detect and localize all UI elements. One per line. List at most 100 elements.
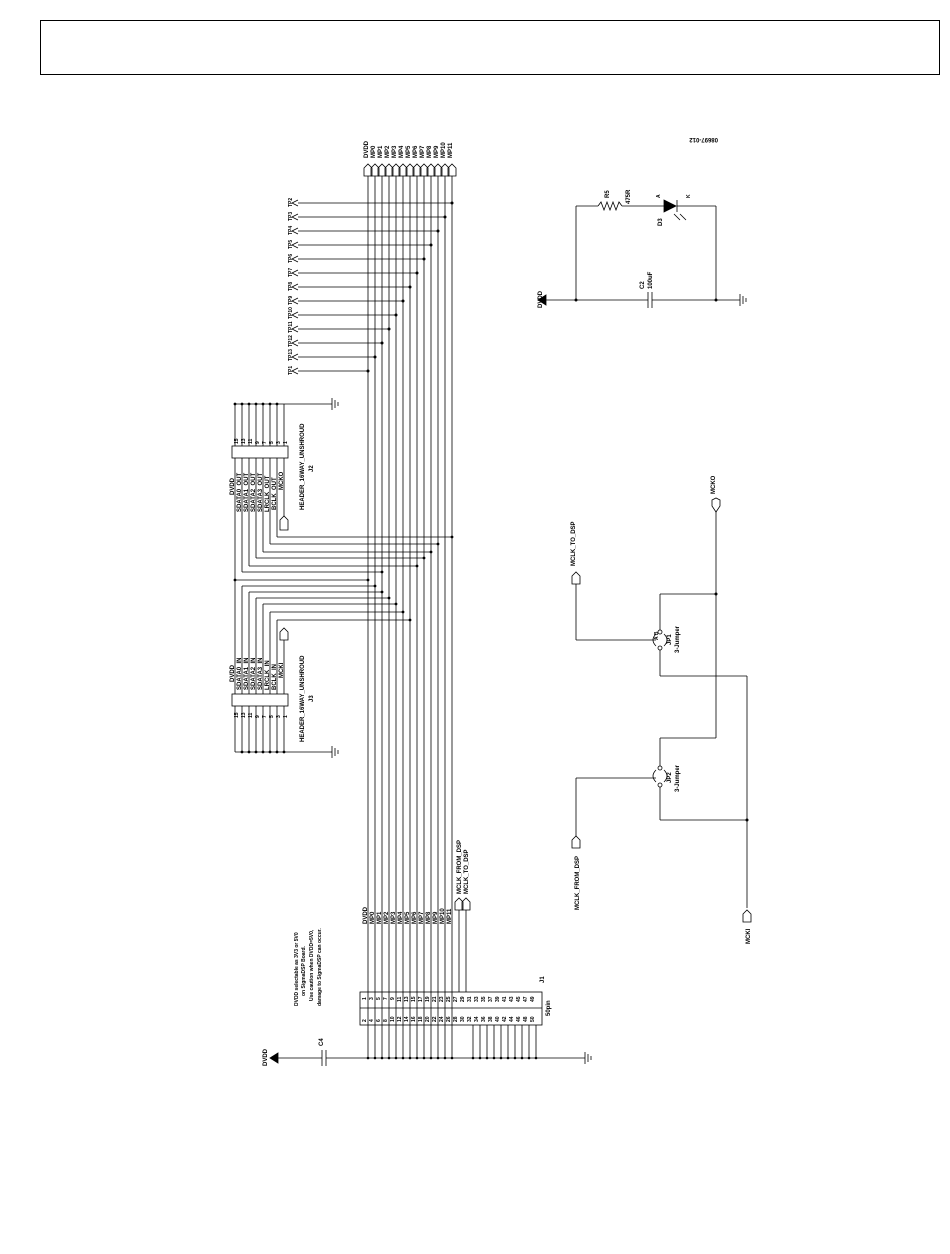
j1-pin: 11 (397, 996, 403, 1002)
j1-signal: MP7 (419, 911, 425, 924)
j1-pin: 24 (439, 1016, 445, 1022)
mp-bus-label: MP0 (371, 145, 377, 158)
j3-signal: SDATA1_IN (244, 658, 250, 690)
port-mclk-to-dsp: MCLK_TO_DSP (571, 521, 577, 566)
tp-label: TP1 (288, 366, 294, 375)
j1-pin: 45 (516, 996, 522, 1002)
j3-signal: DVDD (230, 664, 236, 682)
j1-ground-dots (366, 1056, 538, 1060)
j1-pin: 3 (369, 997, 375, 1000)
j3-pin: 5 (269, 715, 275, 718)
j3-pin: 1 (283, 715, 289, 718)
j1-signal: MP1 (377, 911, 383, 924)
j1-pin: 36 (481, 1016, 487, 1022)
tp-label: TP2 (288, 198, 294, 207)
j1-signal: DVDD (363, 906, 369, 924)
j1-signal: MP4 (398, 911, 404, 924)
j3-title: HEADER_16WAY_UNSHROUD (300, 655, 306, 742)
port-mcko: MCKO (711, 475, 717, 494)
port-mcki: MCKI (746, 928, 752, 944)
j1-dsp-label: MCLK_FROM_DSP (457, 840, 463, 894)
note-line: damage to SigmaDSP can occur. (317, 928, 323, 1006)
j3-signal: LRCLK_IN (265, 660, 271, 690)
j1-signal: MP5 (405, 911, 411, 924)
j1-pin: 34 (474, 1016, 480, 1022)
j2-signal: SDATA0_OUT (237, 473, 243, 512)
j1-pin: 19 (425, 996, 431, 1002)
j1-pin: 25 (446, 996, 452, 1002)
j3-header (231, 580, 410, 758)
jp1-ref: JP1 (667, 634, 673, 645)
mp-bus-label: DVDD (364, 140, 370, 158)
j1-pin: 28 (453, 1016, 459, 1022)
mp-bus-label: MP3 (392, 145, 398, 158)
j1-pin: 47 (523, 996, 529, 1002)
ground-upper (235, 398, 339, 410)
mp-bus-label: MP9 (434, 145, 440, 158)
j1-pin: 6 (376, 1019, 382, 1022)
tp-label: TP13 (288, 349, 294, 361)
j3-labels: 15 13 11 9 7 5 3 1 DVDD SDATA0_IN SDATA1… (230, 655, 315, 742)
j1-signal: MP8 (426, 911, 432, 924)
tp-label: TP9 (288, 296, 294, 305)
j1-pin: 5 (376, 997, 382, 1000)
j1-pin: 4 (369, 1019, 375, 1022)
r5-ref: R5 (605, 190, 611, 198)
j1-pin: 35 (481, 996, 487, 1002)
j2-pin: 5 (269, 441, 275, 444)
j2-ref: J2 (309, 465, 315, 472)
j1-pin: 32 (467, 1016, 473, 1022)
note-line: Use caution when DVDD=5V0, (309, 929, 315, 1001)
j2-pin-dots (233, 402, 454, 582)
j1-pin: 44 (509, 1016, 515, 1022)
tp-label: TP5 (288, 240, 294, 249)
jp2-ref: JP2 (667, 772, 673, 783)
j1-pin: 41 (502, 996, 508, 1002)
tp-labels: TP2 TP3 TP4 TP5 TP6 TP7 TP8 TP9 TP10 TP1… (288, 198, 294, 375)
j3-signal: SDATA3_IN (258, 658, 264, 690)
jp1-type: 3-Jumper (675, 625, 681, 653)
mp-bus-label: MP1 (378, 145, 384, 158)
j2-signal: SDATA3_OUT (258, 473, 264, 512)
tp-label: TP8 (288, 282, 294, 291)
mp-bus-label: MP5 (406, 145, 412, 158)
j1-pin: 42 (502, 1016, 508, 1022)
j1-pin: 43 (509, 996, 515, 1002)
note-line: DVDD selectable as 3V3 or 5V0 (294, 932, 300, 1006)
led-labels: R5 475R A K D3 C2 100uF DVDD (538, 189, 692, 308)
j2-signal: LRCLK_OUT (265, 475, 271, 512)
note-line: on SigmaDSP Board. (301, 945, 307, 996)
mp-bus-label: MP11 (448, 142, 454, 158)
j1-pin: 9 (390, 997, 396, 1000)
j1-pin: 29 (460, 996, 466, 1002)
j1-signal: MP11 (447, 908, 453, 924)
r5-value: 475R (626, 189, 632, 204)
j1-pin: 26 (446, 1016, 452, 1022)
j2-pin: 1 (283, 441, 289, 444)
j3-signal: SDATA2_IN (251, 658, 257, 690)
tp-dots (366, 201, 454, 373)
tp-label: TP3 (288, 212, 294, 221)
j1-pin: 15 (411, 996, 417, 1002)
j1-signal: MP9 (433, 911, 439, 924)
j2-signal: BCLK_OUT (272, 477, 278, 510)
j1-pin-numbers: 1 3 5 7 9 11 13 15 17 19 21 23 25 27 29 … (362, 996, 536, 1022)
j3-pin: 9 (255, 715, 261, 718)
j1-pin: 38 (488, 1016, 494, 1022)
j1-pin: 20 (425, 1016, 431, 1022)
mp-bus-label: MP2 (385, 145, 391, 158)
mp-bus-label: MP4 (399, 145, 405, 158)
d3-ref: D3 (658, 218, 664, 226)
jp2-type: 3-Jumper (675, 764, 681, 792)
led-circuit (537, 199, 747, 308)
j1-pin: 7 (383, 997, 389, 1000)
j3-signal: BCLK_IN (272, 664, 278, 690)
j1-pin: 18 (418, 1016, 424, 1022)
j2-header (231, 404, 452, 581)
j1-pin: 40 (495, 1016, 501, 1022)
j1-pin: 14 (404, 1016, 410, 1022)
j2-pin: 13 (241, 438, 247, 444)
c4-power-label: DVDD (263, 1048, 269, 1066)
tp-label: TP7 (288, 268, 294, 277)
mp-bus-label: MP8 (427, 145, 433, 158)
